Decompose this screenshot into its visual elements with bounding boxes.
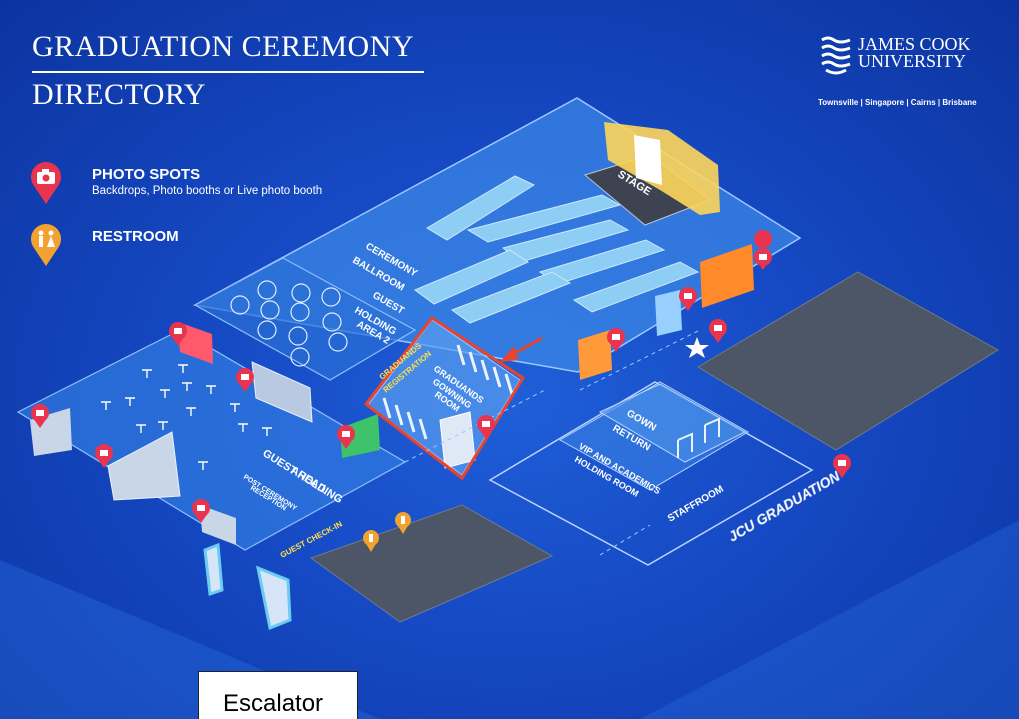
walkway-lines (404, 329, 701, 556)
legend-photo-description: Backdrops, Photo booths or Live photo bo… (92, 185, 323, 197)
gown-return-room (598, 383, 747, 463)
escalator-post (203, 542, 224, 597)
stage-banner (634, 135, 662, 185)
page-title-line1: GRADUATION CEREMONY (32, 30, 414, 63)
logo-campuses: Townsville | Singapore | Cairns | Brisba… (818, 98, 977, 107)
escalator-post (255, 565, 292, 631)
jcu-logo: JAMES COOK UNIVERSITY Townsville | Singa… (818, 30, 993, 110)
photo-booth (340, 414, 380, 458)
photo-booth (700, 244, 754, 308)
wave-crest-icon (821, 36, 851, 75)
logo-line1: JAMES COOK (858, 34, 971, 54)
jcu-graduation-sign: JCU GRADUATION (726, 467, 844, 544)
logo-wordmark: JAMES COOK UNIVERSITY (858, 34, 971, 71)
logo-line2: UNIVERSITY (858, 51, 966, 71)
gowning-booth (439, 411, 476, 469)
vip-room-outline (488, 381, 814, 566)
seating-blocks (413, 175, 700, 324)
camera-pin-icon (31, 162, 61, 204)
staffroom-label: STAFFROOM (666, 484, 726, 525)
gown-return-racks (677, 417, 720, 458)
title-divider (32, 71, 424, 73)
highlight-box (363, 315, 526, 481)
escalator-annotation: Escalator (198, 671, 358, 719)
gowning-racks (382, 344, 514, 440)
cocktail-tables (101, 364, 272, 470)
legend-photo-spots: PHOTO SPOTS Backdrops, Photo booths or L… (28, 160, 388, 210)
legend-restroom-title: RESTROOM (92, 228, 179, 245)
light-ray (640, 520, 1019, 719)
restroom-pin-icon (31, 224, 61, 266)
stage-backdrop (604, 122, 720, 215)
escalator-label: Escalator (223, 690, 324, 717)
backdrop-wall (107, 431, 181, 501)
you-are-here-star-icon (685, 337, 709, 358)
round-tables (230, 280, 348, 367)
grey-block-east (697, 271, 999, 451)
gowning-room-floor (367, 319, 521, 476)
backdrop-wall (200, 505, 236, 545)
grey-block-south (309, 504, 554, 623)
legend-photo-title: PHOTO SPOTS (92, 166, 201, 183)
page-title-line2: DIRECTORY (32, 78, 206, 111)
highlight-arrow-head (500, 346, 518, 362)
legend-restroom: RESTROOM (28, 222, 388, 272)
restroom-pins (363, 512, 411, 552)
photo-booth (655, 290, 682, 336)
photo-spot-pins (31, 230, 851, 523)
backdrop-wall (251, 361, 313, 423)
photo-booth (578, 330, 612, 380)
